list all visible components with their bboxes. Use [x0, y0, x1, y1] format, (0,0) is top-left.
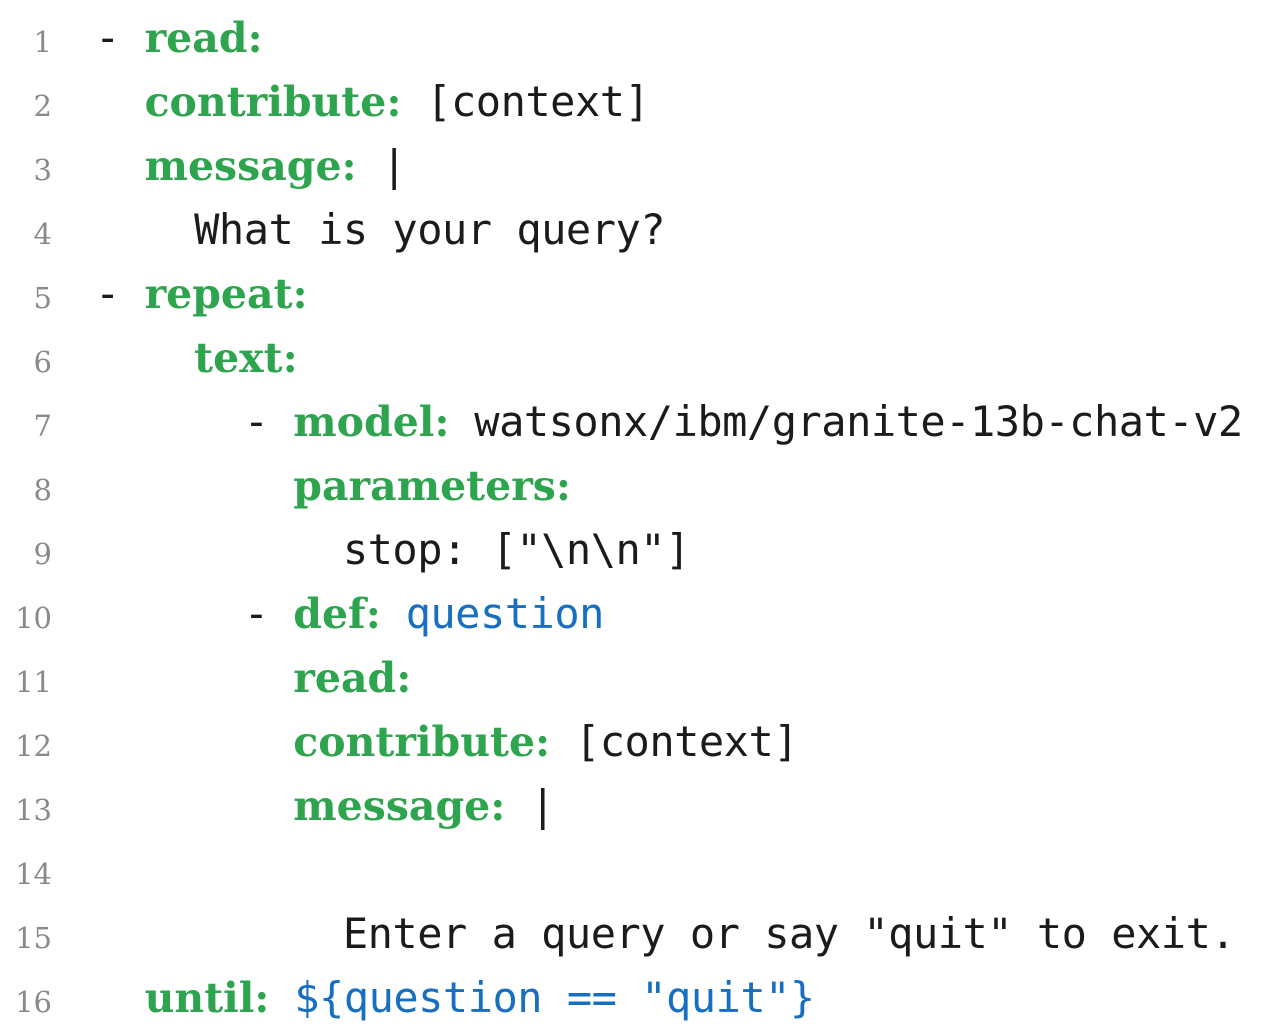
yaml-keyword: message:: [293, 782, 506, 830]
yaml-value-text: [95, 77, 145, 126]
line-number: 10: [15, 601, 52, 635]
yaml-value-text: [95, 333, 194, 382]
line-number: 8: [33, 473, 52, 507]
code-line: 10 - def: question: [0, 582, 1285, 646]
yaml-value-text: -: [95, 397, 294, 446]
code-line: 13 message: |: [0, 774, 1285, 838]
code-line: 5 - repeat:: [0, 262, 1285, 326]
line-number: 12: [15, 729, 52, 763]
yaml-value-text: stop: ["\n\n"]: [95, 525, 691, 574]
line-number: 5: [33, 281, 52, 315]
yaml-expression: ${question == "quit"}: [269, 973, 815, 1022]
code-line: 16 until: ${question == "quit"}: [0, 966, 1285, 1030]
code-line: 15 Enter a query or say "quit" to exit.: [0, 902, 1285, 966]
line-number: 11: [15, 665, 52, 699]
yaml-value-text: [95, 717, 293, 766]
line-content: until: ${question == "quit"}: [95, 973, 816, 1022]
line-number: 13: [15, 793, 52, 827]
line-number: 15: [15, 921, 52, 955]
yaml-value-text: watsonx/ibm/granite-13b-chat-v2: [449, 397, 1243, 446]
yaml-value-text: |: [505, 781, 555, 830]
line-content: - model: watsonx/ibm/granite-13b-chat-v2: [95, 397, 1243, 446]
yaml-value-text: [95, 973, 145, 1022]
yaml-value-text: -: [95, 269, 145, 318]
code-line: 3 message: |: [0, 134, 1285, 198]
yaml-keyword: def:: [293, 590, 381, 638]
code-line: 11 read:: [0, 646, 1285, 710]
line-number: 9: [33, 537, 52, 571]
yaml-keyword: read:: [293, 654, 412, 702]
line-content: parameters:: [95, 461, 571, 510]
yaml-keyword: message:: [144, 142, 357, 190]
yaml-keyword: model:: [293, 398, 450, 446]
line-content: - read:: [95, 13, 263, 62]
yaml-value-text: [context]: [401, 77, 650, 126]
line-content: message: |: [95, 781, 555, 830]
line-content: read:: [95, 653, 411, 702]
line-content: text:: [95, 333, 298, 382]
line-content: What is your query?: [95, 205, 665, 254]
yaml-value-text: Enter a query or say "quit" to exit.: [95, 909, 1236, 958]
line-content: - repeat:: [95, 269, 308, 318]
yaml-value-text: [95, 461, 293, 510]
line-content: stop: ["\n\n"]: [95, 525, 691, 574]
line-number: 7: [33, 409, 52, 443]
yaml-value-text: [context]: [550, 717, 799, 766]
yaml-value-text: What is your query?: [95, 205, 666, 254]
yaml-value-text: -: [95, 589, 294, 638]
line-content: Enter a query or say "quit" to exit.: [95, 909, 1236, 958]
code-line: 8 parameters:: [0, 454, 1285, 518]
line-number: 14: [15, 857, 52, 891]
yaml-keyword: contribute:: [144, 78, 402, 126]
line-content: contribute: [context]: [95, 77, 650, 126]
yaml-keyword: parameters:: [293, 462, 572, 510]
yaml-keyword: contribute:: [293, 718, 551, 766]
yaml-expression: question: [380, 589, 605, 638]
code-line: 6 text:: [0, 326, 1285, 390]
line-content: - def: question: [95, 589, 605, 638]
code-line: 7 - model: watsonx/ibm/granite-13b-chat-…: [0, 390, 1285, 454]
line-number: 4: [33, 217, 52, 251]
code-line: 12 contribute: [context]: [0, 710, 1285, 774]
line-content: message: |: [95, 141, 407, 190]
line-number: 3: [33, 153, 52, 187]
yaml-value-text: -: [95, 13, 145, 62]
code-line: 1 - read:: [0, 6, 1285, 70]
yaml-keyword: read:: [144, 14, 263, 62]
yaml-value-text: [95, 781, 293, 830]
yaml-keyword: text:: [194, 334, 298, 382]
yaml-value-text: |: [356, 141, 407, 190]
line-number: 1: [33, 25, 52, 59]
line-number: 6: [33, 345, 52, 379]
code-line: 4 What is your query?: [0, 198, 1285, 262]
yaml-value-text: [95, 653, 293, 702]
yaml-keyword: repeat:: [144, 270, 308, 318]
line-number: 16: [15, 985, 52, 1019]
line-content: contribute: [context]: [95, 717, 798, 766]
code-line: 2 contribute: [context]: [0, 70, 1285, 134]
line-number: 2: [33, 89, 52, 123]
yaml-keyword: until:: [144, 974, 270, 1022]
code-line: 14: [0, 838, 1285, 902]
code-line: 9 stop: ["\n\n"]: [0, 518, 1285, 582]
yaml-value-text: [95, 141, 145, 190]
